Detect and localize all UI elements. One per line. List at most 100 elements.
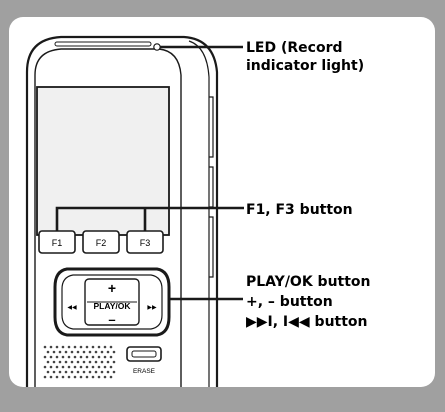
display-screen [36,86,170,236]
speaker-hole [43,345,47,349]
speaker-hole [46,350,50,354]
speaker-hole [43,355,47,359]
speaker-hole [94,350,98,354]
speaker-hole [43,375,47,379]
speaker-hole [103,365,107,369]
speaker-hole [58,350,62,354]
erase-label: ERASE [133,368,156,375]
speaker-hole [76,350,80,354]
speaker-hole [52,370,56,374]
minus-label: – [108,312,115,327]
speaker-hole [109,375,113,379]
speaker-hole [64,360,68,364]
speaker-hole [58,360,62,364]
speaker-hole [46,370,50,374]
speaker-hole [49,375,53,379]
speaker-hole [112,370,116,374]
speaker-hole [70,370,74,374]
speaker-hole [109,345,113,349]
speaker-hole [91,355,95,359]
device-illustration: F1 F2 F3 + PLAY/OK – ◀◀ ▶▶ ERASE [25,35,244,387]
speaker-hole [88,370,92,374]
play-ok-label: PLAY/OK [93,301,131,311]
speaker-hole [73,365,77,369]
speaker-hole [79,355,83,359]
speaker-hole [61,365,65,369]
led-callout-line2: indicator light) [246,58,365,74]
skip-callout: ▶▶I, I◀◀ button [246,314,368,330]
speaker-hole [85,365,89,369]
speaker-hole [100,360,104,364]
speaker-hole [58,370,62,374]
speaker-hole [106,370,110,374]
speaker-hole [91,345,95,349]
speaker-hole [85,345,89,349]
speaker-hole [82,350,86,354]
plus-label: + [108,280,116,296]
speaker-hole [85,375,89,379]
led-callout: LED (Record indicator light) [246,39,364,75]
speaker-hole [97,345,101,349]
speaker-hole [73,375,77,379]
speaker-hole [103,345,107,349]
speaker-hole [55,355,59,359]
speaker-hole [61,355,65,359]
plus-minus-callout: +, – button [246,294,333,310]
speaker-hole [97,355,101,359]
speaker-hole [67,375,71,379]
speaker-hole [103,355,107,359]
speaker-hole [61,375,65,379]
speaker-hole [46,360,50,364]
speaker-hole [43,365,47,369]
speaker-grille [43,345,116,379]
device-face [34,48,182,387]
f-button-leader [55,206,244,231]
speaker-hole [49,365,53,369]
f2-label: F2 [96,238,107,248]
speaker-hole [106,350,110,354]
speaker-hole [79,365,83,369]
speaker-hole [73,345,77,349]
device-side-edge [188,40,210,387]
speaker-hole [97,375,101,379]
f1-label: F1 [52,238,63,248]
speaker-hole [94,360,98,364]
speaker-hole [106,360,110,364]
speaker-hole [109,365,113,369]
speaker-hole [103,375,107,379]
top-slot [54,41,152,47]
play-ok-callout: PLAY/OK button [246,274,371,290]
speaker-hole [67,365,71,369]
speaker-hole [67,345,71,349]
speaker-hole [49,345,53,349]
speaker-hole [91,365,95,369]
speaker-hole [64,370,68,374]
speaker-hole [79,345,83,349]
speaker-hole [73,355,77,359]
speaker-hole [70,350,74,354]
speaker-hole [64,350,68,354]
speaker-hole [82,360,86,364]
speaker-hole [97,365,101,369]
speaker-hole [100,350,104,354]
speaker-hole [85,355,89,359]
speaker-hole [88,350,92,354]
speaker-hole [67,355,71,359]
speaker-hole [112,350,116,354]
led-icon [153,43,161,51]
speaker-hole [55,375,59,379]
speaker-hole [52,350,56,354]
speaker-hole [52,360,56,364]
speaker-hole [70,360,74,364]
speaker-hole [94,370,98,374]
speaker-hole [91,375,95,379]
speaker-hole [76,370,80,374]
speaker-hole [55,365,59,369]
speaker-hole [49,355,53,359]
speaker-hole [82,370,86,374]
speaker-hole [112,360,116,364]
f2-button [82,230,120,254]
diagram-panel: F1 F2 F3 + PLAY/OK – ◀◀ ▶▶ ERASE [9,17,435,387]
forward-label: ▶▶ [147,305,157,311]
